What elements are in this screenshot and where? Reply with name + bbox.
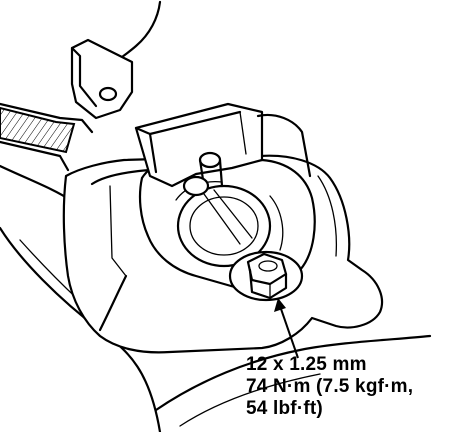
rubber-bushing — [176, 184, 272, 268]
lower-arm — [154, 334, 432, 412]
frame-rail — [0, 102, 94, 172]
torque-callout: 12 x 1.25 mm 74 N·m (7.5 kgf·m, 54 lbf·f… — [246, 354, 462, 420]
hose-line — [114, 0, 162, 64]
center-stud — [182, 151, 253, 245]
mount-right-tab — [256, 113, 312, 178]
lower-arm-edge — [179, 373, 321, 427]
bolt-size-label: 12 x 1.25 mm — [246, 354, 367, 375]
torque-imperial-label: 54 lbf·ft) — [246, 398, 323, 419]
hex-bolt — [228, 250, 304, 302]
leader-arrow — [274, 298, 299, 359]
torque-value-label: 74 N·m (7.5 kgf·m, — [246, 376, 414, 397]
bracket-hole — [98, 86, 118, 102]
side-member-upper — [0, 164, 72, 202]
upper-bracket — [70, 38, 134, 120]
upper-mount-block — [134, 102, 264, 188]
